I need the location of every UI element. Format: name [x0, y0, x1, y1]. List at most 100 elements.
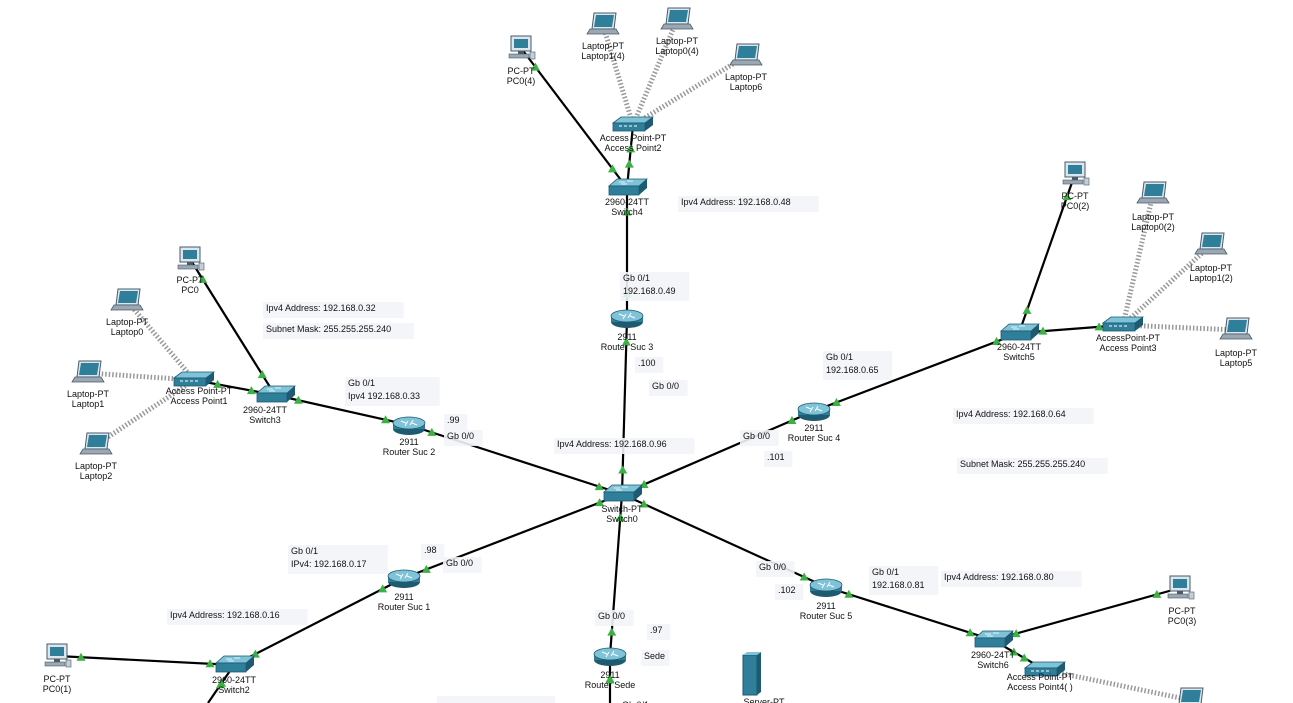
note-label[interactable]: Gb 0/1: [622, 700, 649, 703]
note-label[interactable]: .98: [421, 544, 445, 560]
device-model-label: Laptop-PT: [582, 41, 625, 51]
ethernet-link[interactable]: [1017, 173, 1077, 334]
note-label[interactable]: Ipv4 Address: 192.168.0.16: [167, 609, 308, 625]
device-model-label: Access Point-PT: [166, 386, 233, 396]
note-background: [941, 571, 1082, 587]
access-point-icon: [172, 371, 216, 387]
device-name-label: Access Point2: [604, 143, 661, 153]
note-text: .100: [638, 358, 656, 368]
port-status-icon: [1019, 653, 1029, 662]
note-label[interactable]: .99: [444, 414, 468, 430]
port-status-icon: [594, 482, 604, 491]
device-name-label: Laptop5: [1220, 358, 1253, 368]
note-label[interactable]: Ipv4 Address: 192.168.0.32: [263, 302, 404, 318]
wireless-link: [600, 24, 636, 126]
note-label[interactable]: Gb 0/0: [443, 557, 482, 573]
note-text: Subnet Mask: 255.255.255.240: [266, 324, 391, 334]
ethernet-link[interactable]: [625, 124, 635, 189]
note-label[interactable]: .102: [775, 584, 804, 600]
ethernet-link[interactable]: [233, 577, 405, 666]
port-status-icon: [1094, 322, 1104, 331]
ethernet-link[interactable]: [56, 654, 235, 667]
device-name-label: PC0: [181, 285, 199, 295]
note-label[interactable]: Gb 0/0: [595, 610, 634, 626]
note-label[interactable]: Gb 0/0: [740, 430, 779, 446]
note-label[interactable]: Subnet Mask: 255.255.255.240: [957, 458, 1108, 474]
note-background: [595, 610, 634, 626]
laptop-device[interactable]: [1174, 687, 1206, 703]
note-label[interactable]: .100: [635, 357, 664, 373]
note-label[interactable]: .101: [764, 451, 793, 467]
note-label[interactable]: Gb 0/0: [444, 430, 483, 446]
laptop-icon: [660, 7, 694, 30]
ethernet-link[interactable]: [813, 331, 1020, 413]
note-label[interactable]: .97: [647, 624, 671, 640]
note-label[interactable]: Gb 0/0: [649, 380, 688, 396]
port-status-icon: [427, 427, 437, 436]
ethernet-link[interactable]: [825, 585, 994, 642]
server-device[interactable]: Server-PT: [742, 652, 785, 703]
note-text: Ipv4 Address: 192.168.0.64: [956, 409, 1066, 419]
port-status-icon: [217, 678, 227, 687]
note-label[interactable]: Subnet Mask: 255.255.255.240: [263, 323, 414, 339]
note-label[interactable]: Gb 0/0: [756, 561, 795, 577]
note-background: [263, 302, 404, 318]
note-label[interactable]: Ipv4 Address: 192.168.0.96: [554, 438, 695, 454]
note-text: Subnet Mask: 255.255.255.240: [960, 459, 1085, 469]
note-label[interactable]: Ipv4 Address: 192.168.0.80: [941, 571, 1082, 587]
ethernet-link[interactable]: [408, 423, 623, 496]
device-name-label: Router Suc 1: [378, 602, 431, 612]
device-model-label: 2960-24TT: [243, 405, 288, 415]
ethernet-link[interactable]: [621, 409, 815, 496]
ethernet-link[interactable]: [992, 586, 1181, 642]
ethernet-link[interactable]: [520, 47, 628, 189]
note-label[interactable]: Ipv4 Address: 192.168.0.48: [678, 196, 819, 212]
note-background: [263, 323, 414, 339]
port-status-icon: [787, 416, 797, 425]
switch-icon: [999, 323, 1041, 341]
ethernet-link[interactable]: [620, 317, 629, 495]
ethernet-link[interactable]: [403, 492, 623, 580]
note-label[interactable]: Ipv4 Address: 192.168.0.64: [953, 408, 1094, 424]
port-status-icon: [293, 395, 303, 404]
device-name-label: PC0(3): [1168, 616, 1197, 626]
ethernet-link[interactable]: [621, 492, 827, 589]
note-label[interactable]: Sede: [641, 650, 670, 666]
